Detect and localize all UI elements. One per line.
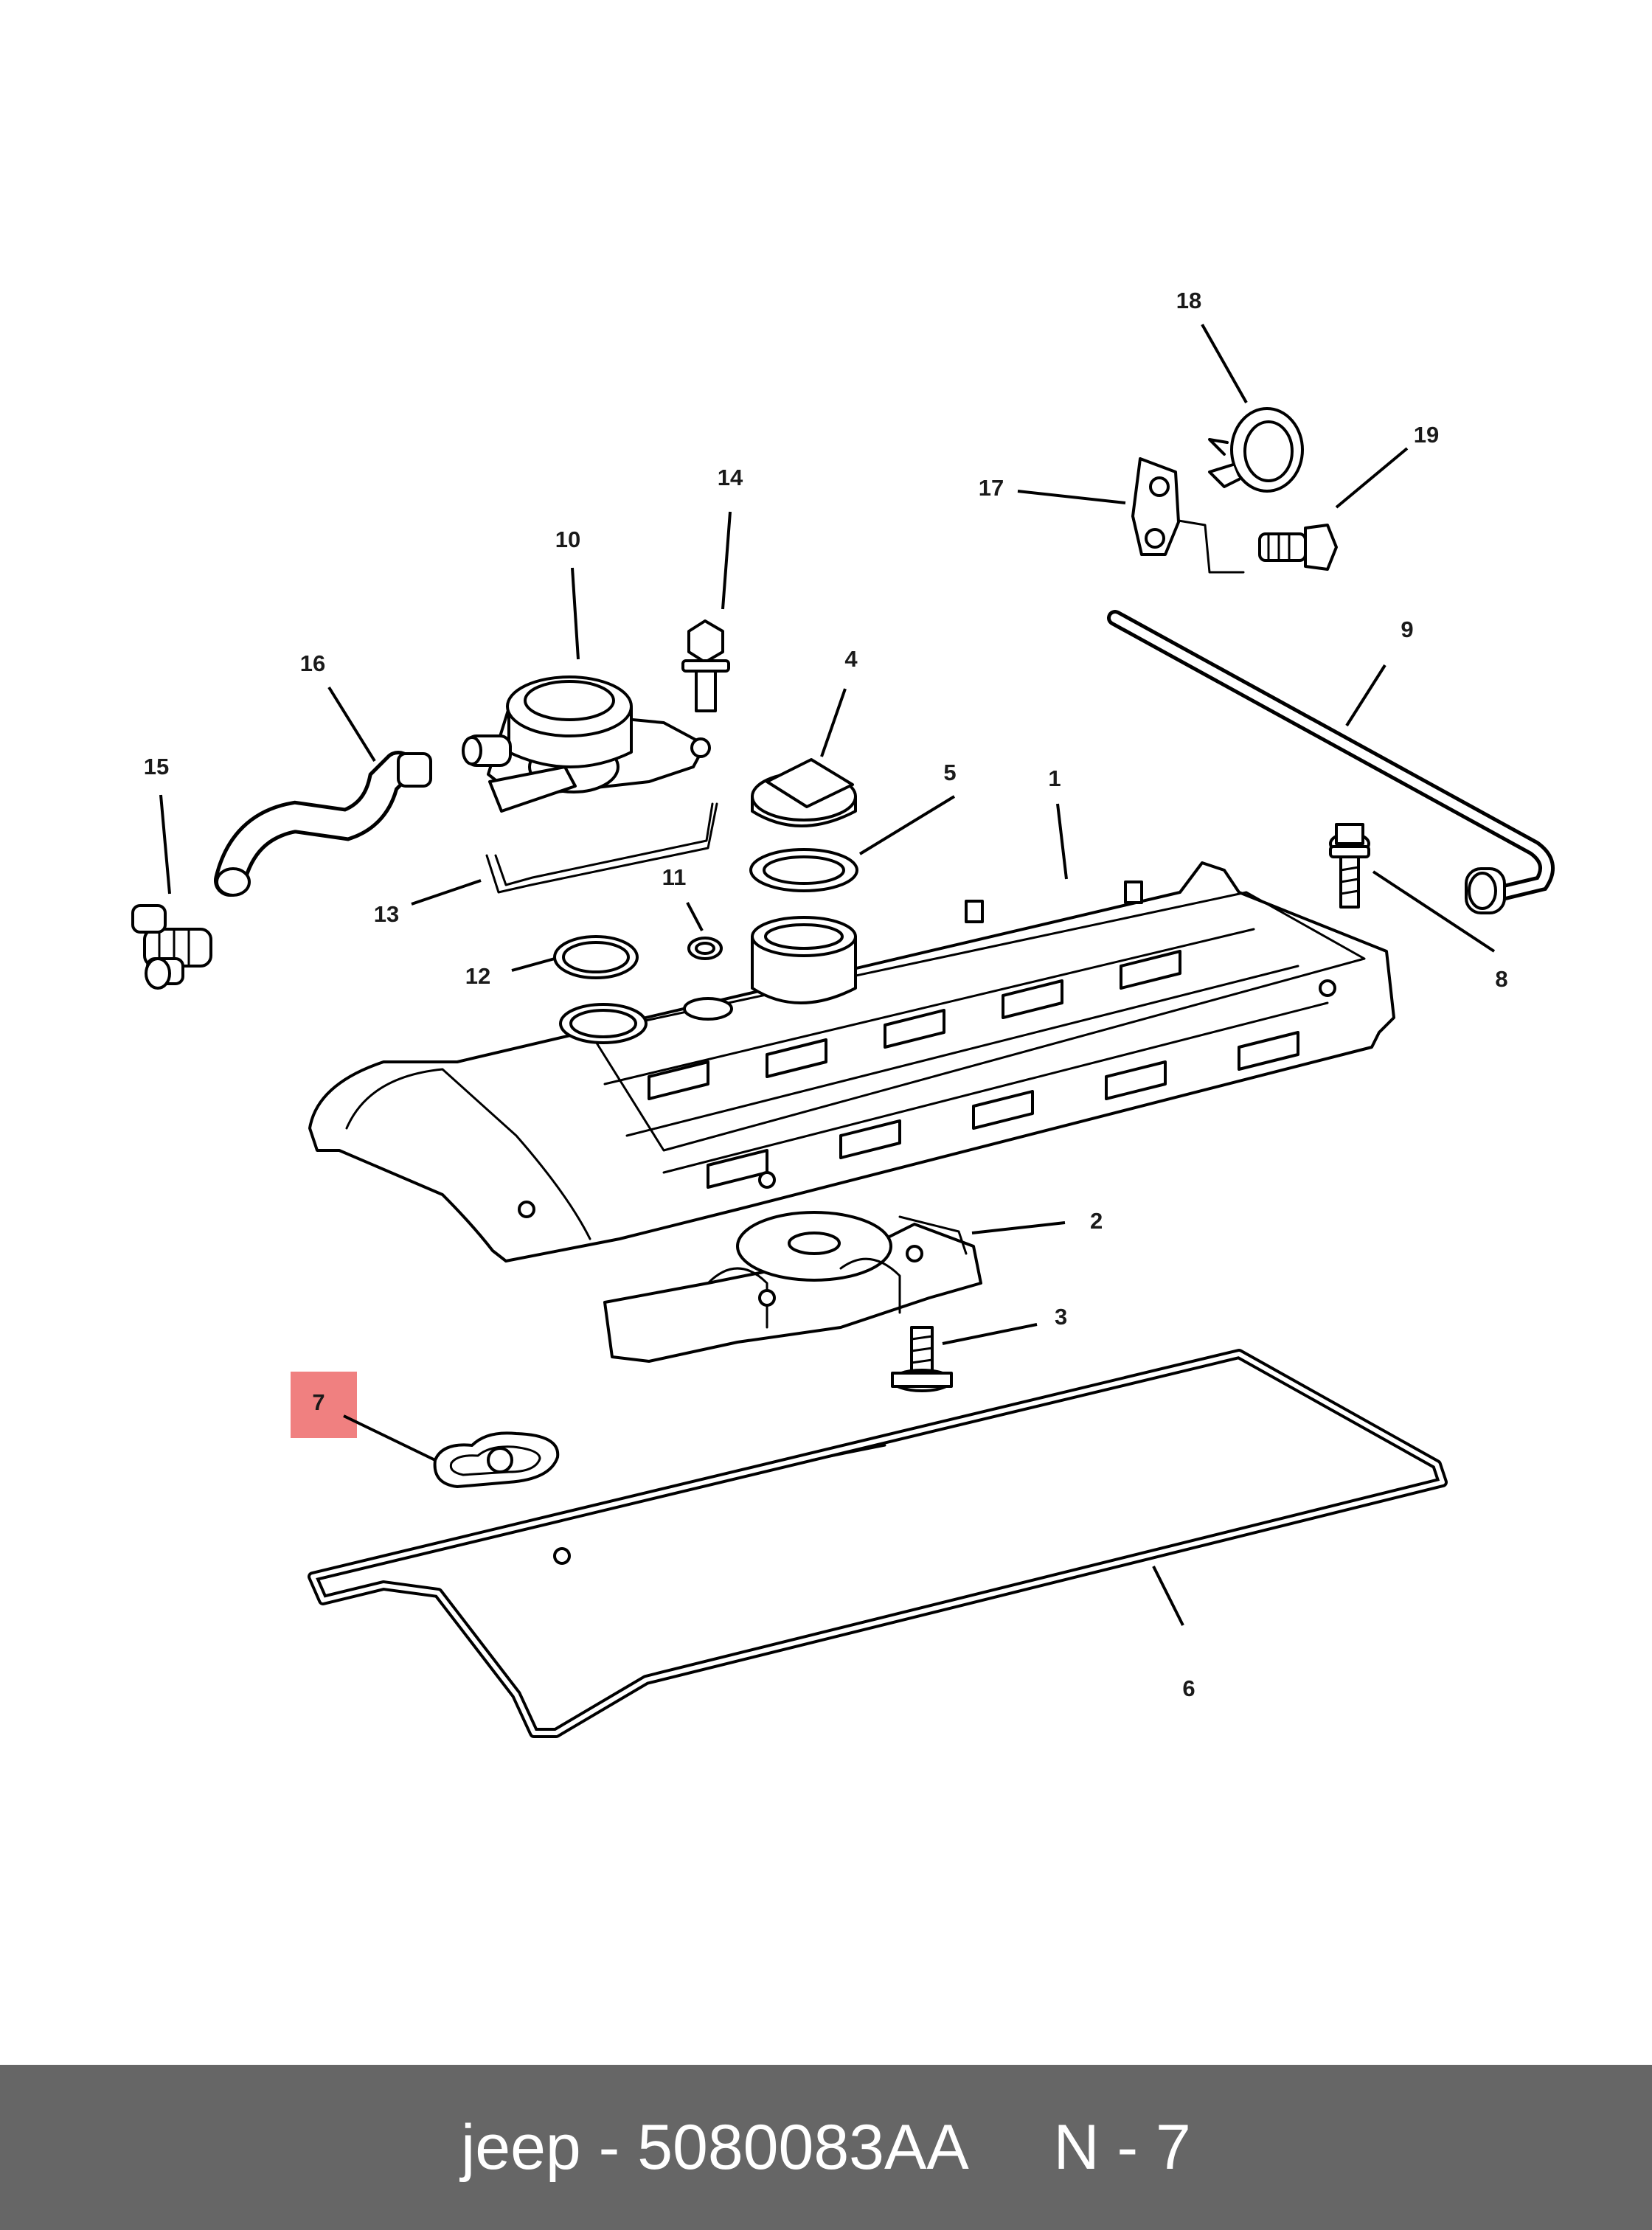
callout-label-11: 11 — [662, 864, 687, 890]
callout-label-10: 10 — [555, 527, 580, 552]
callout-label-9: 9 — [1401, 616, 1413, 642]
part-4-filler-cap — [751, 758, 857, 827]
callout-label-14: 14 — [718, 465, 743, 490]
callout-label-3: 3 — [1055, 1304, 1067, 1330]
part-16-hose — [214, 751, 432, 897]
part-10-oil-separator — [462, 675, 711, 813]
part-17-bracket — [1131, 457, 1245, 574]
part-6-cover-gasket — [308, 1349, 1448, 1738]
callout-label-15: 15 — [144, 754, 169, 779]
footer-part-info: jeep - 5080083AA N - 7 — [461, 2111, 1191, 2183]
callout-label-7: 7 — [312, 1389, 324, 1415]
part-12-oring — [553, 935, 639, 979]
part-13-gasket-strip — [485, 802, 718, 894]
part-15-connector — [131, 904, 212, 990]
callout-label-5: 5 — [943, 760, 956, 785]
footer-bar: jeep - 5080083AA N - 7 — [0, 2065, 1652, 2230]
part-19-screw — [1258, 524, 1338, 571]
part-18-clamp — [1208, 407, 1304, 493]
callout-label-16: 16 — [300, 650, 325, 676]
part-8-bolt — [1329, 823, 1370, 909]
callout-label-17: 17 — [979, 475, 1004, 501]
callout-labels: 1 2 3 4 5 6 7 8 9 10 11 12 13 14 15 16 1… — [144, 288, 1508, 1701]
callout-label-8: 8 — [1495, 966, 1507, 992]
callout-label-2: 2 — [1090, 1208, 1103, 1234]
part-3-screw — [891, 1326, 953, 1392]
callout-label-12: 12 — [465, 963, 490, 989]
callout-label-18: 18 — [1176, 288, 1201, 313]
callout-label-4: 4 — [844, 646, 858, 672]
callout-label-6: 6 — [1182, 1675, 1195, 1701]
callout-label-1: 1 — [1048, 765, 1061, 791]
part-14-bolt — [681, 619, 730, 712]
part-5-seal-ring — [749, 848, 858, 892]
callout-7-highlight — [291, 1372, 357, 1438]
part-7-gasket — [433, 1431, 560, 1488]
part-11-seal — [687, 937, 723, 960]
part-1-cylinder-head-cover — [308, 861, 1395, 1262]
callout-label-13: 13 — [374, 901, 399, 927]
callout-label-19: 19 — [1414, 422, 1439, 448]
part-9-breather-tube — [1107, 610, 1555, 914]
part-2-cover-section — [603, 1211, 982, 1363]
parts-diagram: 1 2 3 4 5 6 7 8 9 10 11 12 13 14 15 16 1… — [131, 288, 1555, 1738]
leader-lines — [159, 324, 1496, 1626]
